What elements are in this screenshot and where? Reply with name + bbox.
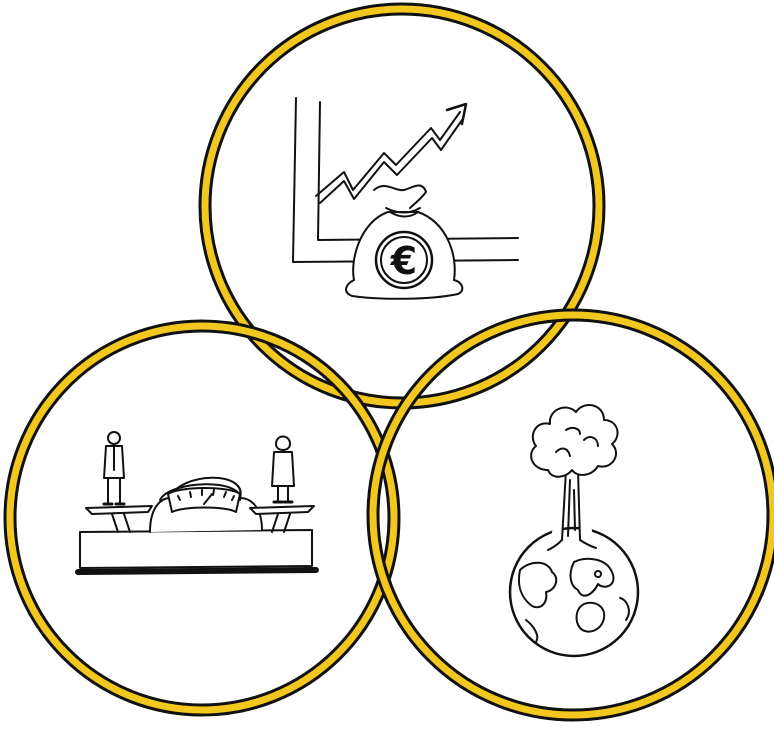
ring-economy — [205, 9, 599, 403]
person-woman-icon — [272, 437, 294, 503]
balance-scale-icon — [78, 432, 316, 574]
person-man-icon — [104, 432, 124, 504]
currency-symbol: € — [390, 239, 417, 283]
money-bag-chart-icon: € — [293, 98, 518, 299]
tree-on-earth-icon — [510, 405, 638, 656]
